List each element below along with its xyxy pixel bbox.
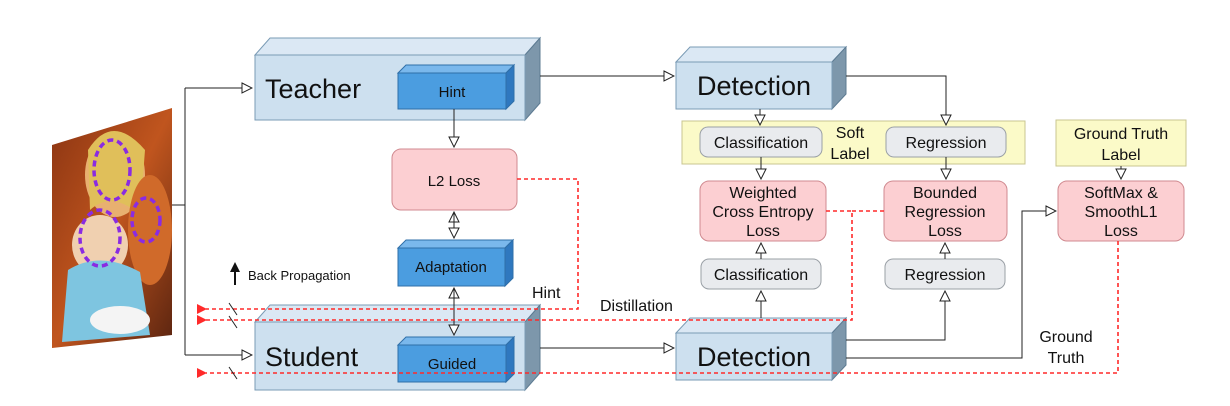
weighted-ce-loss-box: Weighted Cross Entropy Loss [699, 180, 827, 242]
l2-loss-box: L2 Loss [391, 148, 518, 211]
ground-truth-edge-line-2: Truth [1048, 350, 1085, 367]
softmax-line-2: SmoothL1 [1085, 204, 1158, 221]
distillation-backprop-line [197, 210, 853, 325]
regression-top-label: Regression [906, 135, 987, 152]
student-label: Student [265, 342, 359, 372]
ground-truth-edge-line-1: Ground [1039, 329, 1092, 346]
ground-truth-label-box: Ground Truth Label [1055, 119, 1187, 167]
detection-top-label: Detection [697, 71, 811, 101]
teacher-block: Teacher Hint [253, 36, 542, 122]
up-arrow-icon [230, 262, 240, 272]
backprop-tick-marks [228, 302, 238, 380]
adaptation-block: Adaptation [396, 238, 515, 288]
face-detection-marker-3 [130, 196, 162, 244]
bounded-regression-loss-box: Bounded Regression Loss [883, 180, 1008, 242]
classification-top-label: Classification [714, 135, 808, 152]
adaptation-label: Adaptation [415, 259, 487, 276]
hint-edge-label: Hint [532, 285, 561, 302]
regression-bottom-pill: Regression [884, 258, 1006, 290]
guided-label: Guided [428, 356, 476, 373]
soft-label-box: Classification Soft Label Regression [681, 120, 1026, 165]
detection-top-block: Detection [674, 45, 848, 111]
distillation-edge-label: Distillation [600, 298, 673, 315]
guided-block: Guided [396, 335, 516, 384]
student-block: Student Guided [253, 303, 542, 392]
weighted-ce-line-1: Weighted [729, 185, 796, 202]
softmax-smoothl1-loss-box: SoftMax & SmoothL1 Loss [1057, 180, 1185, 242]
detection-top-connectors [760, 75, 946, 179]
weighted-ce-line-2: Cross Entropy [712, 204, 813, 221]
hint-block: Hint [396, 63, 516, 111]
input-photo [52, 108, 172, 348]
detection-bottom-label: Detection [697, 342, 811, 372]
bounded-reg-line-1: Bounded [913, 185, 977, 202]
hint-label: Hint [439, 84, 467, 101]
classification-bottom-pill: Classification [700, 258, 822, 290]
back-propagation-legend: Back Propagation [230, 262, 351, 285]
face-detection-marker-1 [92, 138, 132, 202]
weighted-ce-line-3: Loss [746, 223, 780, 240]
l2-loss-label: L2 Loss [428, 173, 481, 190]
input-connectors [172, 88, 252, 355]
bounded-reg-line-3: Loss [928, 223, 962, 240]
face-detection-marker-2 [78, 208, 122, 268]
ground-truth-backprop-line [197, 241, 1119, 378]
hint-backprop-line [197, 178, 579, 314]
back-propagation-label: Back Propagation [248, 268, 351, 283]
backprop-dashed-lines [197, 178, 1119, 378]
ground-truth-label-line-2: Label [1101, 147, 1140, 164]
regression-bottom-label: Regression [905, 267, 986, 284]
classification-bottom-label: Classification [714, 267, 808, 284]
soft-label-line-1: Soft [836, 125, 865, 142]
bounded-reg-line-2: Regression [905, 204, 986, 221]
detection-bottom-block: Detection [674, 316, 848, 382]
teacher-label: Teacher [265, 74, 361, 104]
softmax-line-1: SoftMax & [1084, 185, 1158, 202]
softmax-line-3: Loss [1104, 223, 1138, 240]
ground-truth-label-line-1: Ground Truth [1074, 126, 1168, 143]
detection-bottom-connectors [761, 211, 1056, 359]
soft-label-line-2: Label [830, 146, 869, 163]
